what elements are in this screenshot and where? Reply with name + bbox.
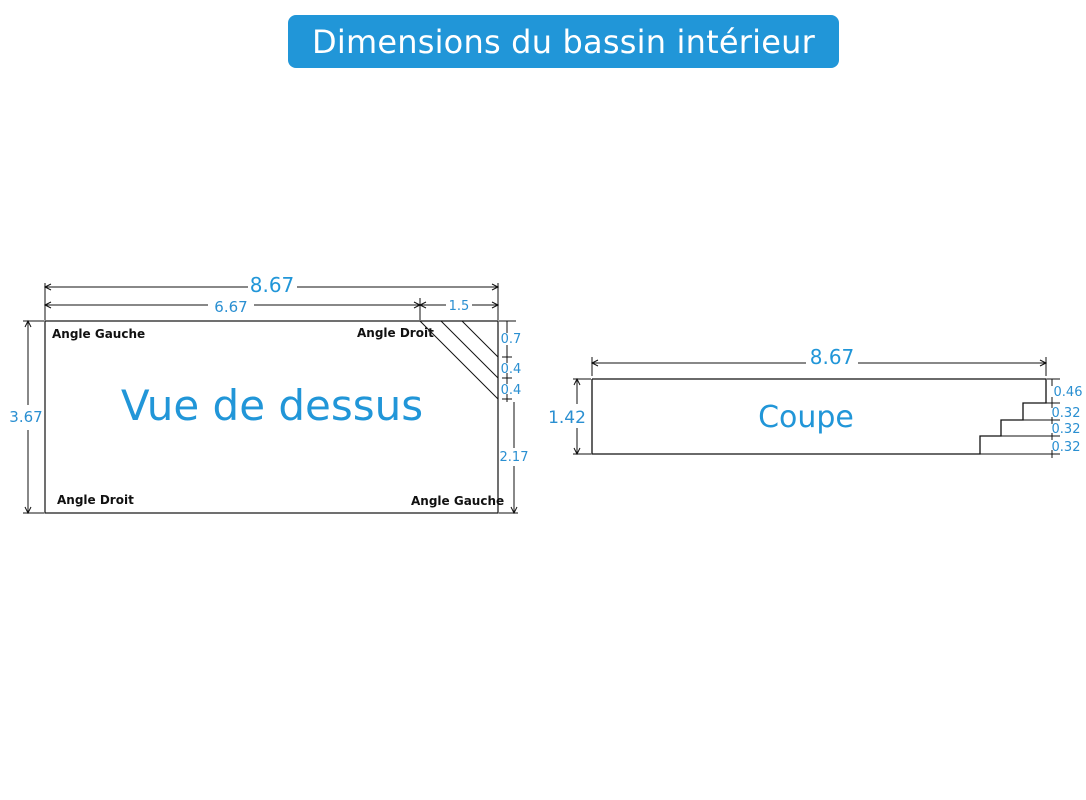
- dim-step-3-label: 0.32: [1052, 422, 1081, 437]
- top-view-label: Vue de dessus: [121, 381, 423, 430]
- dim-step-chain: [980, 378, 1060, 458]
- dim-right-1-label: 0.7: [501, 332, 522, 347]
- dim-total-length: [43, 283, 500, 320]
- dim-right-4-label: 2.17: [500, 450, 529, 465]
- pool-outline: [44, 320, 499, 514]
- section-view: 8.67 1.42 0.46 0.32 0.32 0.32: [548, 345, 1082, 458]
- step-line-3: [461, 320, 499, 358]
- dim-step-2-label: 0.32: [1052, 406, 1081, 421]
- dim-step-1-label: 0.46: [1054, 385, 1083, 400]
- step-line-2: [440, 320, 499, 379]
- dim-step-4-label: 0.32: [1052, 440, 1081, 455]
- dim-section-length-label: 8.67: [810, 345, 855, 369]
- dim-section-depth: [573, 377, 591, 456]
- dim-width: [23, 319, 44, 515]
- dim-main-length: [43, 298, 422, 320]
- dim-right-3-label: 0.4: [501, 383, 522, 398]
- page-title: Dimensions du bassin intérieur: [312, 22, 815, 61]
- step-line-1: [419, 320, 499, 400]
- section-view-label: Coupe: [758, 400, 854, 435]
- corner-top-left: Angle Gauche: [52, 327, 145, 341]
- corner-bottom-right: Angle Gauche: [411, 494, 504, 508]
- dim-section-length: [590, 357, 1048, 376]
- corner-top-right: Angle Droit: [357, 326, 434, 340]
- corner-bottom-left: Angle Droit: [57, 493, 134, 507]
- dim-step-length: [418, 301, 500, 309]
- dim-right-chain: [499, 320, 518, 515]
- section-profile: [591, 378, 1047, 455]
- dim-width-label: 3.67: [9, 408, 42, 426]
- top-view: 8.67 6.67 1.5 3.67: [9, 273, 529, 515]
- dim-right-2-label: 0.4: [501, 362, 522, 377]
- dim-step-length-label: 1.5: [449, 299, 470, 314]
- dim-total-length-label: 8.67: [250, 273, 295, 297]
- dim-section-depth-label: 1.42: [548, 408, 586, 428]
- dim-main-length-label: 6.67: [214, 298, 247, 316]
- title-banner: Dimensions du bassin intérieur: [288, 15, 839, 68]
